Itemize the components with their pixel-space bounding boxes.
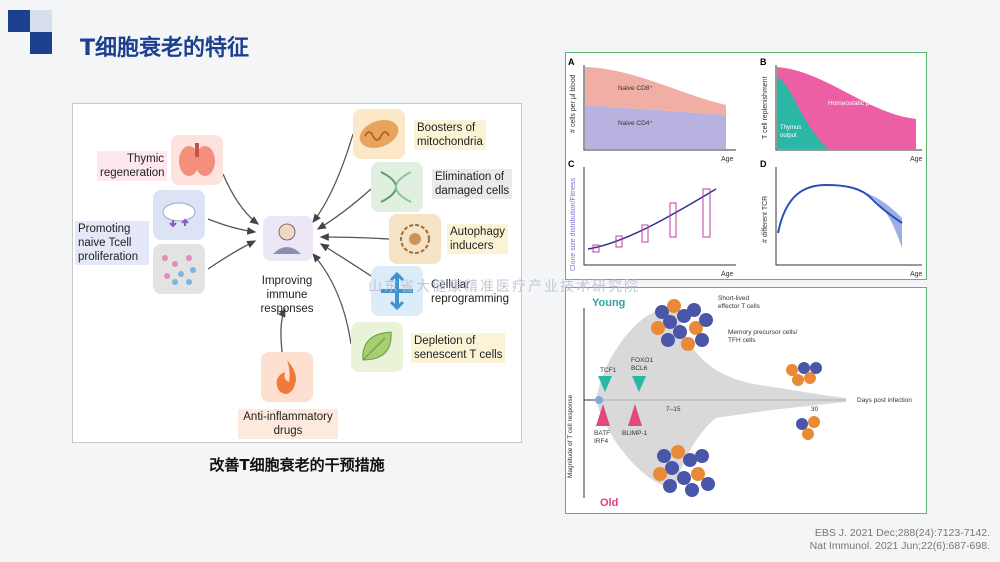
svg-text:Age: Age (910, 271, 923, 278)
svg-text:Days post infection: Days post infection (857, 397, 912, 404)
area-thymus (777, 77, 828, 149)
figure-caption: 改善T细胞衰老的干预措施 (209, 456, 385, 474)
area-cd4 (585, 105, 726, 149)
reprogramming-icon (371, 266, 423, 316)
aging-panels: A # cells per μl blood Naive CD8⁺ Naive … (565, 52, 927, 280)
svg-text:IRF4: IRF4 (594, 438, 608, 445)
panel-a-ylabel: # cells per μl blood (570, 74, 577, 133)
svg-text:Naive CD8⁺: Naive CD8⁺ (618, 85, 653, 92)
autophagy-icon (389, 214, 441, 264)
svg-text:BATF: BATF (594, 430, 610, 437)
svg-text:# different TCR: # different TCR (762, 196, 769, 243)
svg-text:30: 30 (811, 406, 819, 413)
cloud-icon (153, 190, 205, 240)
watermark: 山东省大健康精准医疗产业技术研究院 (368, 279, 640, 295)
svg-text:Magnitude of T cell response: Magnitude of T cell response (567, 394, 574, 478)
mitochondria-icon (353, 109, 405, 159)
svg-text:Naive CD4⁺: Naive CD4⁺ (618, 120, 653, 127)
svg-text:Age: Age (721, 156, 734, 163)
svg-text:TCF1: TCF1 (600, 367, 617, 374)
arrow-mito (312, 133, 354, 224)
svg-text:BCL6: BCL6 (631, 365, 648, 372)
svg-text:FOXO1: FOXO1 (631, 357, 653, 364)
svg-text:output: output (780, 133, 797, 139)
svg-text:Thymus: Thymus (780, 125, 801, 131)
svg-text:Short-lived: Short-lived (718, 295, 749, 302)
svg-text:B: B (760, 57, 767, 67)
arrow-damaged (316, 188, 372, 230)
response-shape (596, 307, 846, 488)
svg-text:Homeostatic proliferation: Homeostatic proliferation (828, 100, 900, 107)
svg-text:Age: Age (910, 156, 923, 163)
decor-square-light (30, 10, 52, 32)
svg-text:C: C (568, 159, 575, 169)
arrow-autophagy (319, 233, 390, 241)
page-title: T细胞衰老的特征 (80, 36, 250, 61)
cells-icon (153, 244, 205, 294)
dna-icon (371, 162, 423, 212)
arrow-thymic (222, 173, 260, 225)
leaf-icon (351, 322, 403, 372)
svg-text:Clone size distribution/Fitnes: Clone size distribution/Fitness (570, 178, 577, 271)
svg-text:Age: Age (721, 271, 734, 278)
lungs-icon (171, 135, 223, 185)
decor-square-dark-2 (30, 32, 52, 54)
arrow-naive-2 (207, 240, 257, 270)
person-icon (278, 223, 296, 241)
decor-square-dark (8, 10, 30, 32)
arrow-naive-1 (207, 218, 257, 235)
svg-text:T cell replenishment: T cell replenishment (762, 76, 769, 139)
intervention-arrows (207, 133, 392, 360)
cluster-young (651, 299, 713, 351)
svg-text:TFH cells: TFH cells (728, 337, 756, 344)
svg-text:BLIMP-1: BLIMP-1 (622, 430, 648, 437)
svg-text:Young: Young (592, 297, 625, 309)
svg-text:Old: Old (600, 497, 618, 509)
line-fitness (587, 188, 717, 250)
fire-icon (261, 352, 313, 402)
svg-text:7–15: 7–15 (666, 406, 681, 413)
band-tcr (866, 193, 902, 248)
infection-response-panel: Young Old Magnitude of T cell response 7… (565, 287, 927, 514)
line-tcr (777, 183, 903, 234)
area-homeostatic (777, 67, 916, 149)
area-cd8 (585, 67, 726, 115)
svg-text:Memory precursor cells/: Memory precursor cells/ (728, 329, 798, 336)
references: EBS J. 2021 Dec;288(24):7123-7142. Nat I… (809, 527, 990, 552)
arrow-senescent (312, 253, 352, 345)
svg-text:D: D (760, 159, 767, 169)
svg-text:effector T cells: effector T cells (718, 303, 761, 310)
cluster-old (653, 445, 715, 497)
cluster-memory (786, 362, 822, 440)
panel-a-letter: A (568, 57, 575, 67)
